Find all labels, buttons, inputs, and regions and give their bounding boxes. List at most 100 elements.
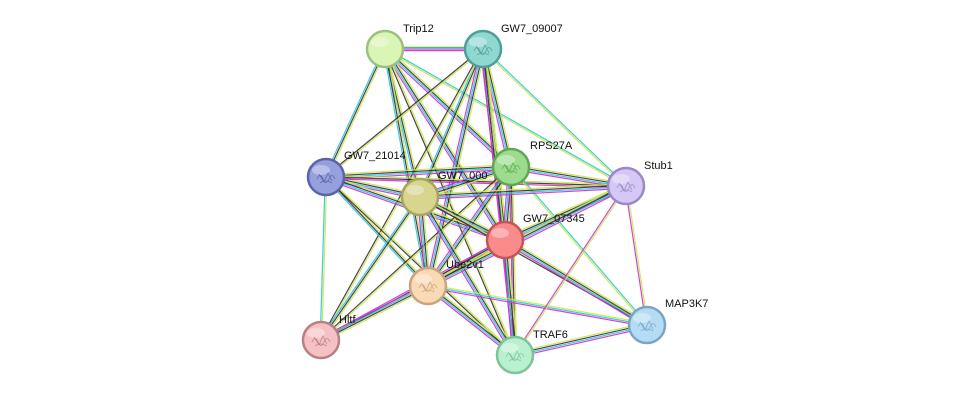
- protein-structure-icon: [505, 350, 525, 362]
- edge-strand-yellow: [515, 186, 628, 356]
- edge-GW7_000-Hltf[interactable]: [319, 195, 422, 342]
- edge-Trip12-Stub1[interactable]: [384, 47, 627, 188]
- edge-strand-yellow: [420, 49, 486, 198]
- node-highlight: [469, 37, 487, 47]
- edge-strand-yellow: [419, 183, 626, 196]
- edge-Trip12-TRAF6[interactable]: [383, 48, 517, 356]
- edge-GW7_09007-Stub1[interactable]: [482, 47, 627, 188]
- edge-strand-cyan: [324, 177, 428, 288]
- edge-Stub1-TRAF6[interactable]: [513, 185, 628, 356]
- edge-GW7_21014-Ube2v1[interactable]: [324, 175, 430, 288]
- edge-strand-cyan: [319, 176, 326, 340]
- edge-strand-cyan: [503, 240, 515, 356]
- edge-strand-black: [325, 165, 511, 177]
- edge-strand-yellow: [326, 175, 430, 286]
- edge-GW7_07345-MAP3K7[interactable]: [503, 237, 649, 328]
- edge-GW7_000-TRAF6[interactable]: [417, 195, 518, 357]
- edge-strand-yellow: [426, 183, 626, 285]
- edge-strand-yellow: [626, 185, 649, 325]
- edge-strand-yellow: [514, 322, 647, 354]
- edge-strand-magenta: [428, 187, 628, 289]
- node-TRAF6[interactable]: [495, 335, 535, 375]
- edge-strand-yellow: [385, 48, 517, 355]
- node-highlight: [406, 185, 424, 195]
- node-Stub1[interactable]: [606, 166, 646, 206]
- protein-structure-icon: [616, 181, 636, 193]
- edge-strand-black: [420, 196, 517, 355]
- protein-structure-icon: [316, 172, 336, 184]
- edge-strand-cyan: [427, 285, 648, 326]
- node-layer: [301, 29, 667, 375]
- edge-strand-black: [483, 48, 513, 167]
- protein-structure-icon: [418, 281, 438, 293]
- node-GW7_07345[interactable]: [485, 220, 525, 260]
- node-label-GW7_09007: GW7_09007: [501, 23, 563, 35]
- node-label-GW7_21014: GW7_21014: [344, 150, 406, 162]
- node-highlight: [497, 155, 515, 165]
- edge-Trip12-GW7_21014[interactable]: [324, 48, 387, 178]
- node-MAP3K7[interactable]: [627, 305, 667, 345]
- edge-strand-cyan: [384, 49, 511, 169]
- edge-strand-black: [419, 184, 626, 197]
- protein-structure-icon: [473, 44, 493, 56]
- edge-GW7_07345-TRAF6[interactable]: [502, 239, 518, 356]
- protein-structure-icon: [637, 320, 657, 332]
- edge-strand-black: [428, 167, 513, 287]
- node-RPS27A[interactable]: [491, 147, 531, 187]
- edge-strand-yellow: [429, 168, 514, 288]
- node-circle: [365, 29, 405, 69]
- edge-strand-yellow: [511, 164, 627, 185]
- node-highlight: [501, 343, 519, 353]
- edge-strand-black: [505, 238, 648, 325]
- edge-Ube2v1-Hltf[interactable]: [319, 283, 430, 343]
- node-highlight: [612, 174, 630, 184]
- edge-strand-yellow: [511, 166, 518, 355]
- node-highlight: [633, 313, 651, 323]
- edge-strand-yellow: [482, 49, 626, 188]
- edge-strand-cyan: [382, 49, 428, 287]
- edge-strand-cyan: [418, 197, 515, 356]
- edge-Ube2v1-MAP3K7[interactable]: [427, 283, 648, 328]
- node-GW7_21014[interactable]: [306, 157, 346, 197]
- edge-strand-yellow: [326, 49, 387, 178]
- node-label-GW7_000: GW7_000: [438, 170, 488, 182]
- edge-strand-black: [514, 323, 647, 355]
- edge-strand-yellow: [505, 237, 649, 324]
- edge-GW7_21014-Hltf[interactable]: [319, 176, 328, 341]
- edge-strand-black: [511, 165, 627, 186]
- edge-strand-cyan: [515, 325, 648, 357]
- node-GW7_000[interactable]: [400, 177, 440, 217]
- edge-strand-black: [321, 286, 429, 342]
- edge-strand-cyan: [320, 284, 428, 340]
- edge-strand-yellow: [384, 49, 626, 188]
- protein-structure-icon: [311, 335, 331, 347]
- edge-strand-yellow: [326, 49, 484, 179]
- node-Trip12[interactable]: [365, 29, 405, 69]
- node-label-TRAF6: TRAF6: [533, 329, 568, 341]
- node-Ube2v1[interactable]: [408, 266, 448, 306]
- edge-strand-black: [505, 239, 517, 355]
- node-label-Trip12: Trip12: [403, 23, 434, 35]
- edge-TRAF6-MAP3K7[interactable]: [514, 322, 648, 358]
- node-highlight: [371, 37, 389, 47]
- edge-strand-yellow: [325, 164, 511, 176]
- node-highlight: [491, 228, 509, 238]
- edge-Ube2v1-Stub1[interactable]: [426, 183, 628, 289]
- edge-strand-yellow: [503, 183, 626, 239]
- edge-layer: [319, 46, 649, 358]
- edge-strand-magenta: [382, 50, 510, 170]
- edge-strand-cyan: [319, 195, 420, 340]
- edge-Stub1-MAP3K7[interactable]: [624, 185, 649, 326]
- node-label-Hltf: Hltf: [339, 314, 356, 326]
- edge-strand-magenta: [427, 286, 647, 328]
- edge-strand-magenta: [513, 185, 626, 355]
- edge-GW7_09007-GW7_21014[interactable]: [325, 47, 484, 179]
- node-Hltf[interactable]: [301, 320, 341, 360]
- edge-strand-yellow: [326, 175, 516, 355]
- edge-strand-cyan: [428, 186, 627, 288]
- edge-strand-cyan: [510, 167, 626, 188]
- edge-GW7_000-Stub1[interactable]: [419, 183, 627, 200]
- node-GW7_09007[interactable]: [463, 29, 503, 69]
